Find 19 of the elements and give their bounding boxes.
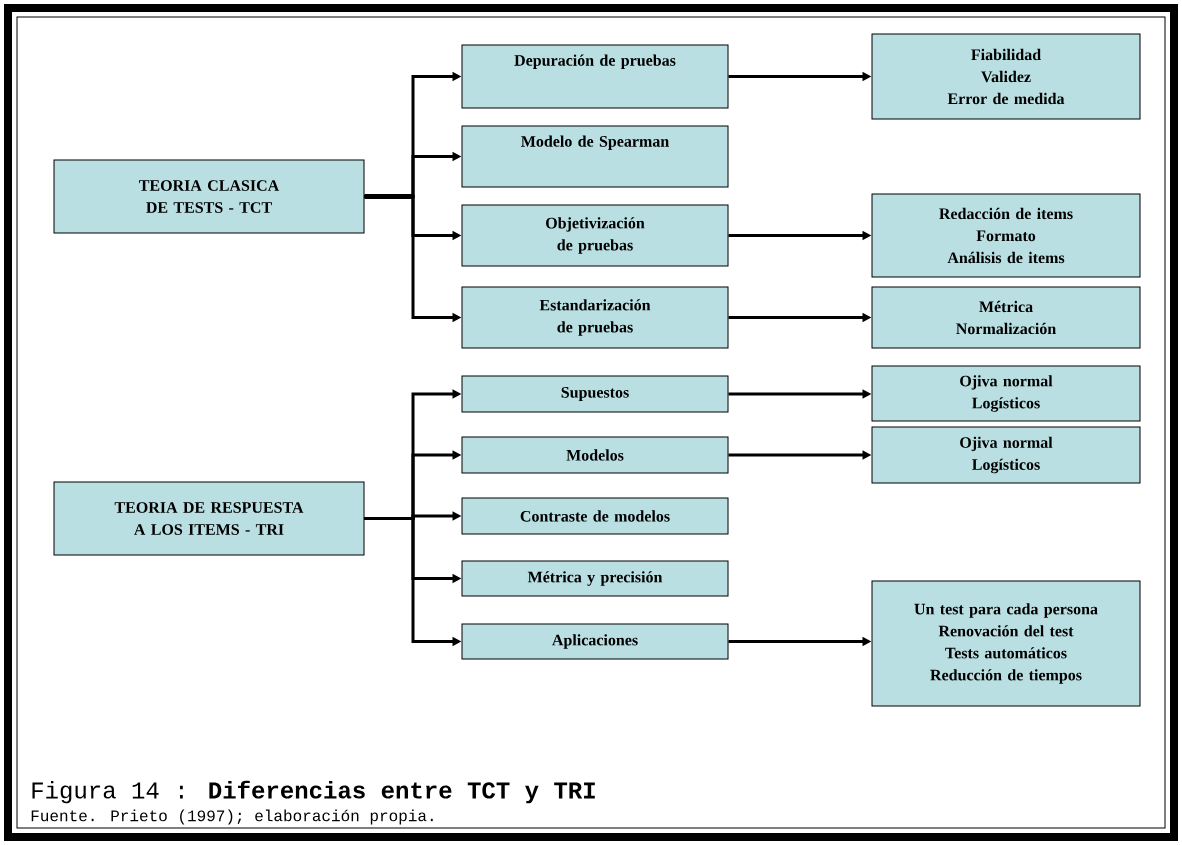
process-box: Aplicaciones [461,623,729,660]
process-box: Estandarización de pruebas [461,286,729,349]
process-box: TEORIA DE RESPUESTA A LOS ITEMS - TRI [53,481,365,556]
figure-caption: Figura 14 : Diferencias entre TCT y TRI [32,780,595,804]
process-box: Redacción de items Formato Análisis de items [871,193,1141,278]
process-box: Modelos [461,436,729,474]
process-box: TEORIA CLASICA DE TESTS - TCT [53,159,365,234]
process-box: Ojiva normal Logísticos [871,426,1141,484]
process-box: Depuración de pruebas [461,44,729,109]
process-box: Fiabilidad Validez Error de medida [871,33,1141,120]
source-note: Fuente. Prieto (1997); elaboración propia. [31,809,433,825]
process-box: Un test para cada persona Renovación del test Tests automáticos Reducción de tiempos [871,580,1141,707]
process-box: Objetivización de pruebas [461,204,729,267]
process-box: Contraste de modelos [461,497,729,535]
process-box: Métrica y precisión [461,560,729,597]
process-box: Supuestos [461,375,729,413]
process-box: Ojiva normal Logísticos [871,365,1141,422]
process-box: Modelo de Spearman [461,125,729,188]
process-box: Métrica Normalización [871,286,1141,349]
